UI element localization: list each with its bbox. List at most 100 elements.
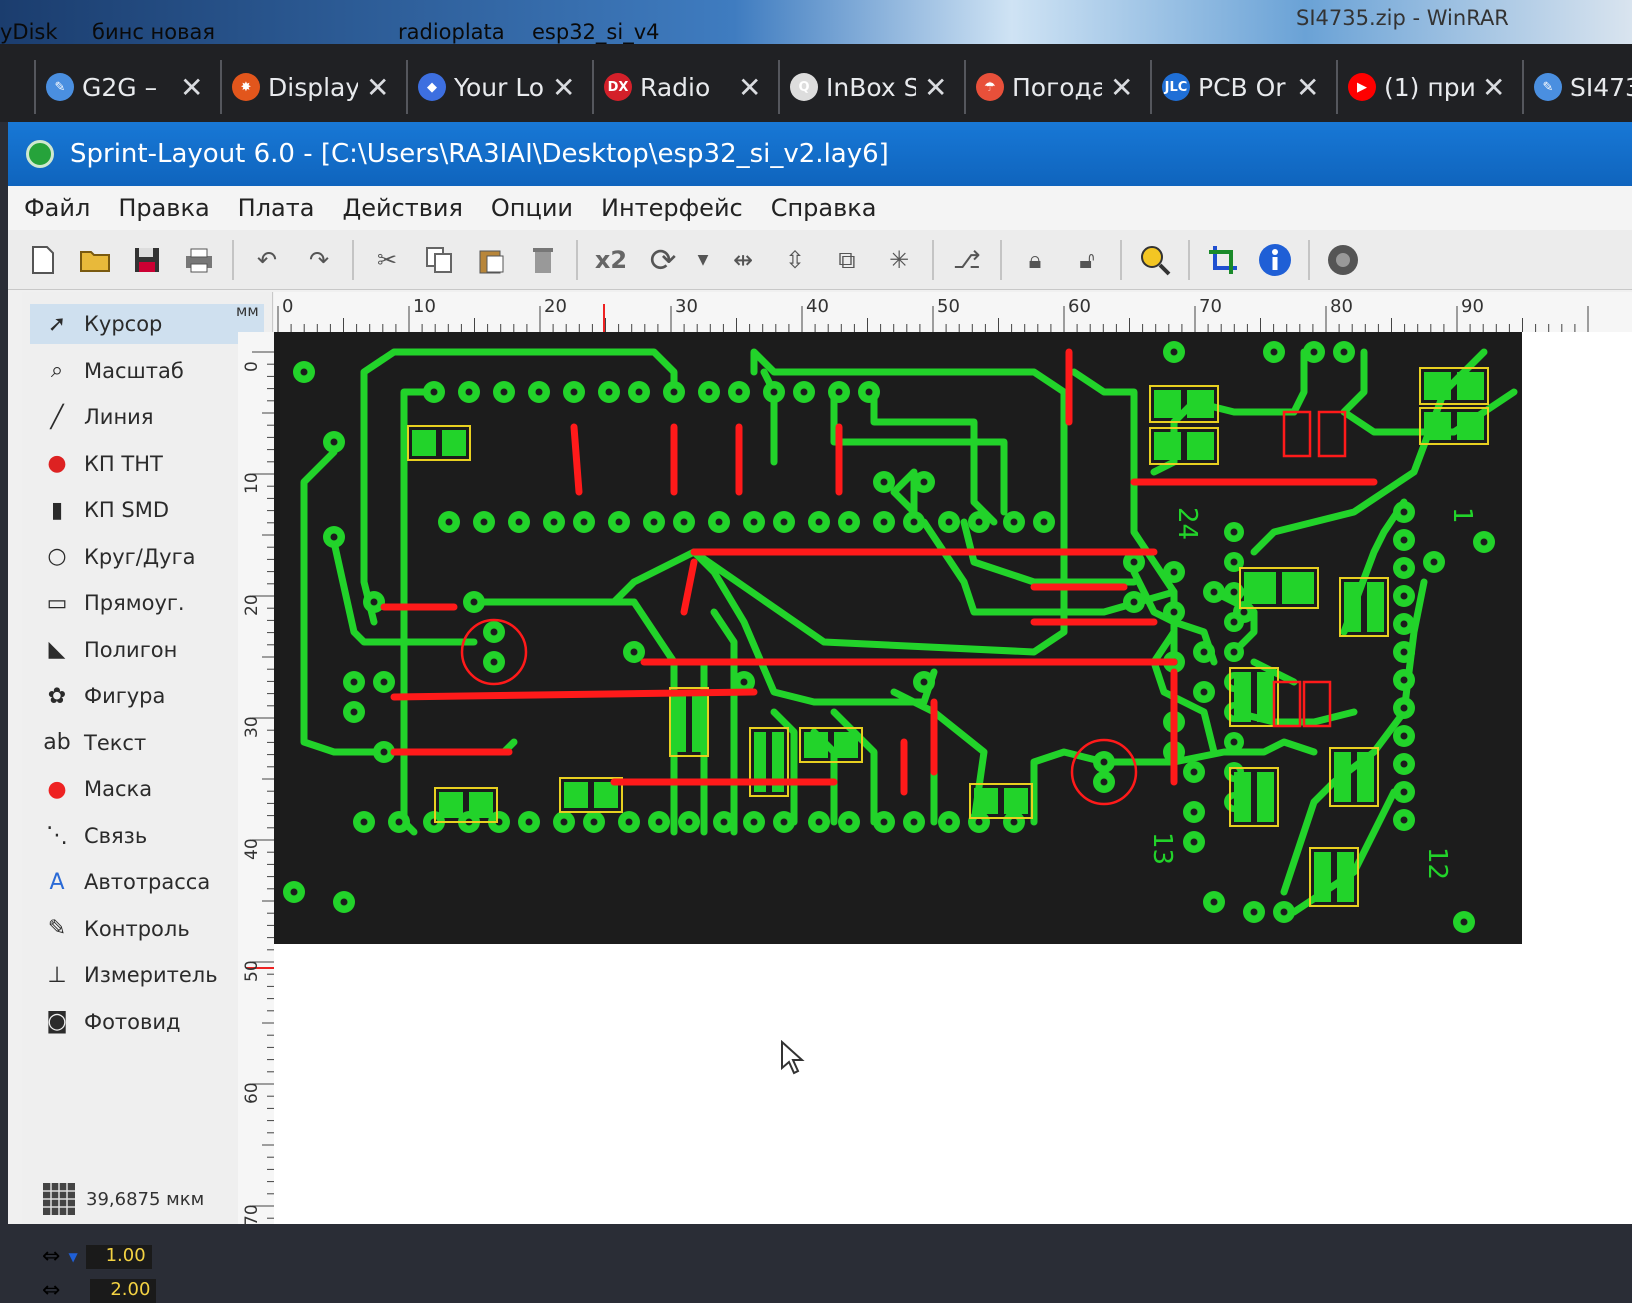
pad-hole[interactable] (1010, 518, 1018, 526)
copper-trace[interactable] (1030, 748, 1108, 826)
pad-hole[interactable] (1400, 648, 1408, 656)
pad-hole[interactable] (845, 518, 853, 526)
pad-hole[interactable] (465, 388, 473, 396)
menu-board[interactable]: Плата (237, 194, 315, 222)
pad-hole[interactable] (1400, 704, 1408, 712)
pad-hole[interactable] (1210, 588, 1218, 596)
close-icon[interactable]: ✕ (552, 70, 576, 104)
silk-outline[interactable] (1149, 385, 1219, 423)
pad-hole[interactable] (300, 368, 308, 376)
redo-icon[interactable]: ↷ (308, 245, 330, 274)
smd-pad[interactable] (594, 782, 618, 808)
pad-hole[interactable] (945, 818, 953, 826)
close-icon[interactable]: ✕ (180, 70, 204, 104)
pad-hole[interactable] (330, 533, 338, 541)
smd-pad[interactable] (1357, 752, 1374, 802)
browser-tab[interactable]: ✎SI473✕ (1522, 60, 1632, 114)
board-outline[interactable] (274, 332, 1522, 944)
silk-outline[interactable] (1419, 407, 1489, 445)
pad-hole[interactable] (1400, 536, 1408, 544)
smd-pad[interactable] (1424, 372, 1451, 400)
desktop-icon-label[interactable]: yDisk (0, 20, 58, 44)
copper-trace[interactable] (830, 708, 878, 826)
pad-hole[interactable] (1400, 508, 1408, 516)
pad-hole[interactable] (735, 388, 743, 396)
save-disk-icon[interactable] (128, 241, 166, 279)
grid-size-control[interactable]: 39,6875 мкм (42, 1182, 204, 1216)
menu-edit[interactable]: Правка (118, 194, 210, 222)
copper-jumper[interactable] (570, 423, 583, 496)
tool-mask[interactable]: ●Маска (30, 769, 264, 809)
pad-hole[interactable] (685, 818, 693, 826)
pad-hole[interactable] (290, 888, 298, 896)
copper-trace[interactable] (870, 388, 998, 526)
silk-outline[interactable] (407, 425, 471, 461)
pad-hole[interactable] (1190, 808, 1198, 816)
smd-pad[interactable] (1337, 852, 1354, 902)
smd-pad[interactable] (1244, 572, 1276, 604)
pad-hole[interactable] (340, 898, 348, 906)
pad-hole[interactable] (1480, 538, 1488, 546)
pad-hole[interactable] (920, 478, 928, 486)
smd-pad[interactable] (1004, 788, 1028, 814)
pad-hole[interactable] (625, 818, 633, 826)
copper-trace[interactable] (890, 688, 988, 826)
group-icon[interactable]: ⧉ (838, 245, 856, 274)
pad-hole[interactable] (1230, 618, 1238, 626)
menu-file[interactable]: Файл (24, 194, 91, 222)
connection-tree-icon[interactable]: ⎇ (953, 245, 981, 274)
tool-ruler[interactable]: ⊥Измеритель (30, 955, 264, 995)
align-horizontal-icon[interactable]: ⇹ (732, 245, 754, 274)
pad-hole[interactable] (500, 388, 508, 396)
selected-smd-outline[interactable] (1302, 680, 1332, 728)
pad-hole[interactable] (1400, 788, 1408, 796)
component-outline[interactable] (460, 618, 528, 686)
pad-hole[interactable] (525, 818, 533, 826)
pad-hole[interactable] (1200, 648, 1208, 656)
smd-pad[interactable] (1234, 772, 1251, 822)
pad-hole[interactable] (1230, 648, 1238, 656)
copper-trace[interactable] (770, 708, 798, 826)
copper-jumper[interactable] (390, 688, 758, 701)
pad-size-control[interactable]: ⇔ 2.00 (42, 1278, 157, 1303)
smd-pad[interactable] (412, 430, 436, 456)
silk-outline[interactable] (1149, 427, 1219, 465)
copy-icon[interactable] (420, 241, 458, 279)
tool-tht-pad[interactable]: ●КП ТНТ▼ (30, 444, 264, 484)
tool-check[interactable]: ✎Контроль (30, 909, 264, 949)
paste-icon[interactable] (472, 241, 510, 279)
new-file-icon[interactable] (24, 241, 62, 279)
tool-magnifier[interactable]: ⌕Масштаб (30, 351, 264, 391)
pad-hole[interactable] (1400, 592, 1408, 600)
pad-hole[interactable] (605, 388, 613, 396)
pad-hole[interactable] (630, 648, 638, 656)
smd-pad[interactable] (469, 792, 493, 818)
copper-trace[interactable] (360, 348, 678, 626)
close-icon[interactable]: ✕ (1110, 70, 1134, 104)
browser-tab[interactable]: ✸Display✕ (220, 60, 402, 114)
zoom-magnifier-icon[interactable] (1136, 241, 1174, 279)
smd-pad[interactable] (1257, 672, 1274, 722)
tool-camera[interactable]: ◙Фотовид (30, 1002, 264, 1042)
smd-pad[interactable] (1282, 572, 1314, 604)
desktop-icon-label[interactable]: radioplata (398, 20, 505, 44)
pad-hole[interactable] (865, 388, 873, 396)
copper-trace[interactable] (330, 538, 478, 646)
pad-hole[interactable] (910, 518, 918, 526)
pad-hole[interactable] (750, 518, 758, 526)
smd-pad[interactable] (1457, 372, 1484, 400)
pad-hole[interactable] (1400, 620, 1408, 628)
align-vertical-icon[interactable]: ⇳ (784, 245, 806, 274)
close-icon[interactable]: ✕ (1296, 70, 1320, 104)
pad-hole[interactable] (1400, 760, 1408, 768)
smd-pad[interactable] (1367, 582, 1384, 632)
track-width-dropdown-icon[interactable]: ▼ (68, 1249, 78, 1264)
selected-smd-outline[interactable] (1282, 410, 1312, 458)
pad-hole[interactable] (880, 478, 888, 486)
copper-trace[interactable] (610, 348, 1068, 656)
close-icon[interactable]: ✕ (1482, 70, 1506, 104)
open-folder-icon[interactable] (76, 241, 114, 279)
